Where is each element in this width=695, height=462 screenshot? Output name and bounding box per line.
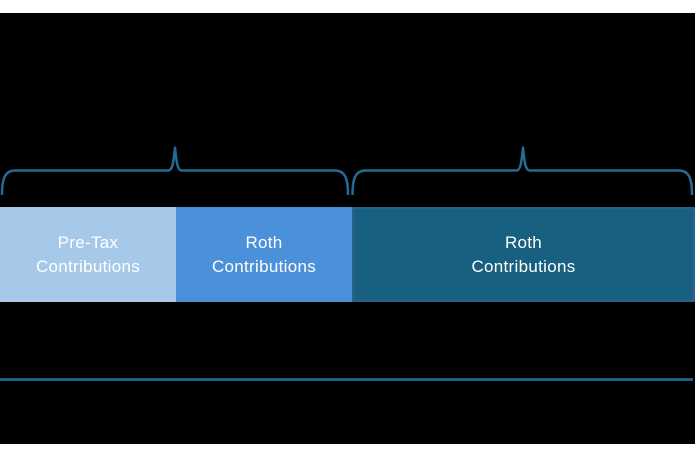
top-white-strip — [0, 0, 695, 13]
bar-label-line: Roth — [245, 232, 283, 252]
bar-label-line: Contributions — [35, 256, 141, 276]
bar-label-line: Contributions — [471, 256, 576, 276]
bottom-white-strip — [0, 444, 695, 462]
bar-pretax-contributions: Pre-Tax Contributions — [0, 207, 176, 302]
bar-label-line: Pre-Tax — [57, 232, 119, 252]
bar-roth-contributions-wide: Roth Contributions — [352, 207, 695, 302]
contribution-bars: Pre-Tax Contributions Roth Contributions… — [0, 207, 695, 302]
bar-label-line: Contributions — [211, 256, 317, 276]
right-brace-icon — [351, 146, 694, 196]
bar-roth-contributions: Roth Contributions — [176, 207, 352, 302]
bar-label-line: Roth — [504, 232, 543, 252]
left-brace-icon — [0, 146, 350, 196]
horizontal-divider-line — [0, 378, 693, 381]
